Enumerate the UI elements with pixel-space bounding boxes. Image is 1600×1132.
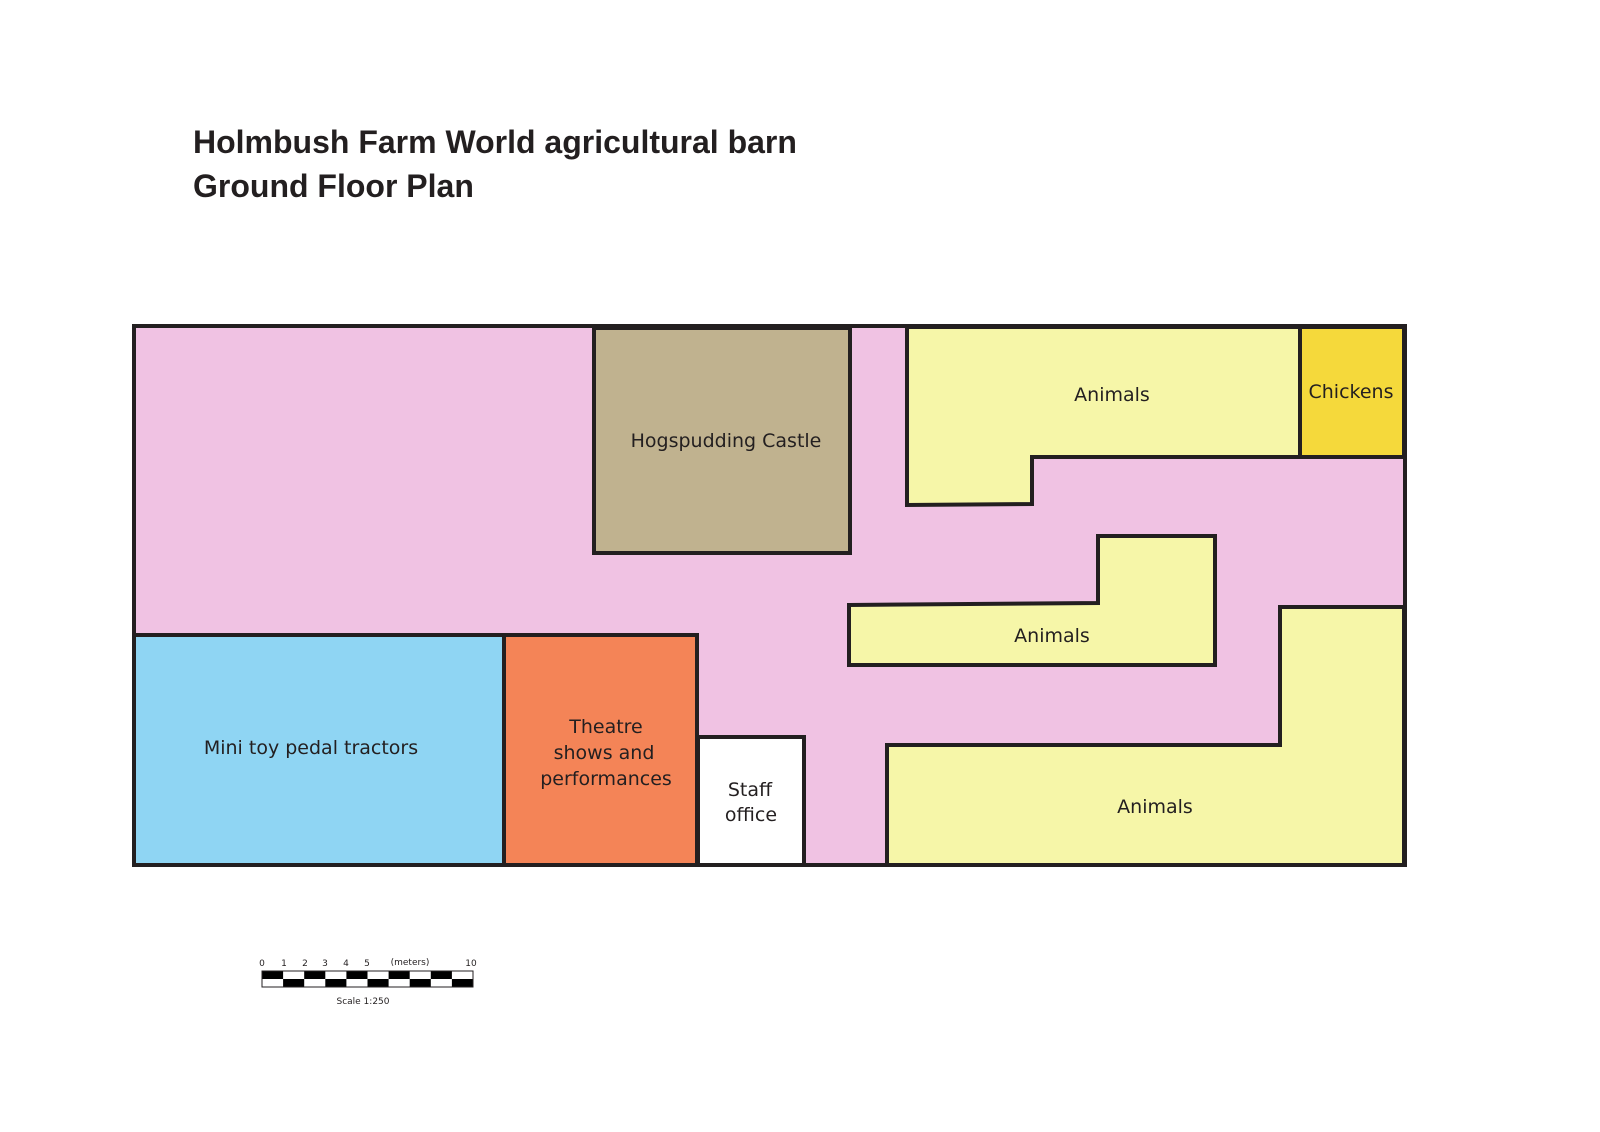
scale-cell: [430, 971, 452, 979]
scale-cell: [283, 979, 305, 987]
label-animals-middle: Animals: [1014, 625, 1090, 647]
scale-cell: [262, 971, 284, 979]
scale-tick-2: 2: [302, 959, 308, 969]
label-theatre-3: performances: [540, 768, 672, 790]
scale-tick-1: 1: [281, 959, 287, 969]
room-animals-middle: [847, 534, 1217, 667]
label-animals-bottom: Animals: [1117, 796, 1193, 818]
room-animals-bottom: [885, 605, 1406, 867]
scale-tick-4: 4: [343, 959, 349, 969]
room-hogspudding-castle: [592, 326, 852, 555]
title-line-2: Ground Floor Plan: [193, 168, 474, 204]
scale-cell: [367, 979, 389, 987]
room-mini-tractors: [132, 633, 506, 867]
room-staff-office: [696, 735, 806, 867]
scale-tick-5: 5: [364, 959, 370, 969]
scale-caption: Scale 1:250: [336, 997, 389, 1007]
scale-cell: [346, 971, 368, 979]
scale-tick-0: 0: [259, 959, 265, 969]
plan-title: Holmbush Farm World agricultural barn Gr…: [193, 120, 797, 208]
scale-cell: [388, 971, 410, 979]
label-tractors: Mini toy pedal tractors: [204, 737, 418, 759]
scale-bar: 0 1 2 3 4 5 (meters) 10 Scale 1:250: [259, 958, 477, 1007]
scale-cell: [325, 979, 347, 987]
room-chickens: [1298, 325, 1406, 459]
room-theatre: [502, 633, 699, 867]
label-theatre-2: shows and: [554, 742, 655, 764]
label-theatre-1: Theatre: [568, 716, 643, 738]
scale-tick-10: 10: [465, 959, 477, 969]
title-line-1: Holmbush Farm World agricultural barn: [193, 124, 797, 160]
scale-cell: [409, 979, 431, 987]
label-chickens: Chickens: [1309, 381, 1394, 403]
scale-checker: [262, 971, 473, 987]
scale-cell: [451, 979, 473, 987]
scale-unit: (meters): [391, 958, 430, 968]
label-castle: Hogspudding Castle: [631, 430, 822, 452]
label-staff-1: Staff: [728, 779, 773, 801]
label-staff-2: office: [725, 804, 777, 826]
scale-tick-3: 3: [322, 959, 328, 969]
label-animals-top: Animals: [1074, 384, 1150, 406]
scale-cell: [304, 971, 326, 979]
